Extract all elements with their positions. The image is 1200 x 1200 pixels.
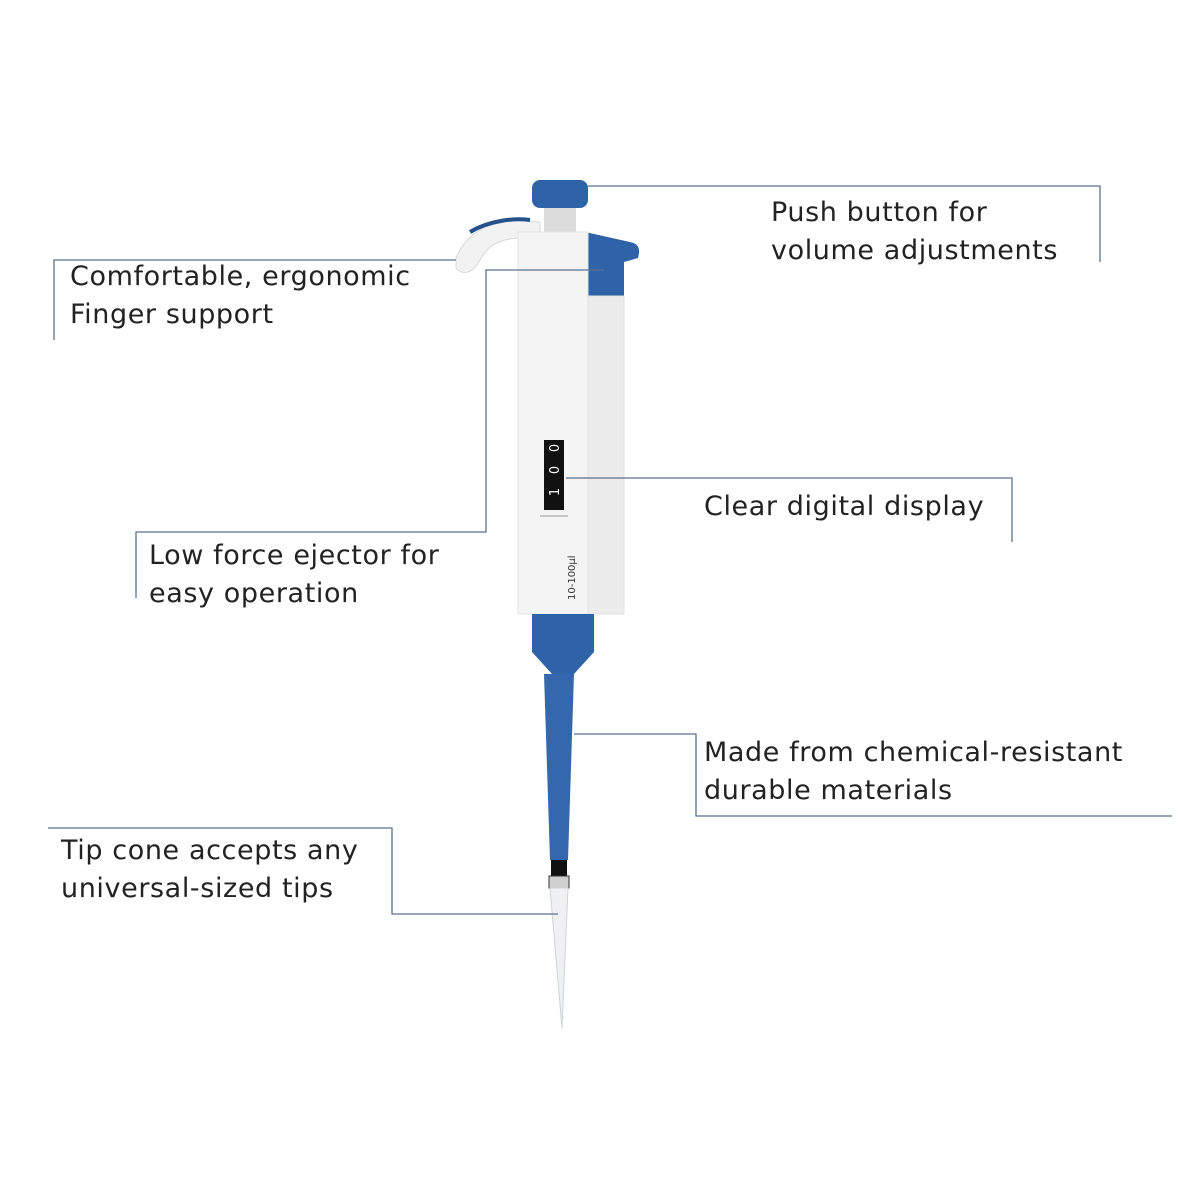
callout-ejector: Low force ejector for easy operation bbox=[149, 537, 439, 613]
callout-materials-line2: durable materials bbox=[704, 775, 953, 806]
ejector-button bbox=[585, 232, 640, 296]
callout-push-button-line2: volume adjustments bbox=[771, 235, 1059, 266]
push-button-cap bbox=[532, 180, 588, 208]
digital-display bbox=[544, 440, 564, 510]
callout-tip-cone: Tip cone accepts any universal-sized tip… bbox=[61, 832, 358, 908]
callout-ejector-line1: Low force ejector for bbox=[149, 540, 440, 571]
callout-display-line1: Clear digital display bbox=[704, 491, 985, 522]
callout-materials-line1: Made from chemical-resistant bbox=[704, 737, 1123, 768]
callout-ejector-line2: easy operation bbox=[149, 578, 359, 609]
callout-lines bbox=[48, 185, 1172, 915]
callout-finger-support-line2: Finger support bbox=[70, 299, 274, 330]
callout-finger-support: Comfortable, ergonomic Finger support bbox=[70, 258, 411, 334]
callout-tip-cone-line2: universal-sized tips bbox=[61, 873, 334, 904]
callout-materials: Made from chemical-resistant durable mat… bbox=[704, 734, 1123, 810]
callout-push-button: Push button for volume adjustments bbox=[771, 194, 1058, 270]
display-digit-3: 0 bbox=[548, 444, 563, 452]
tip-shaft bbox=[532, 614, 594, 860]
pipette-tip bbox=[549, 887, 569, 1029]
callout-push-button-line1: Push button for bbox=[771, 197, 988, 228]
callout-tip-cone-line1: Tip cone accepts any bbox=[61, 835, 359, 866]
display-digit-2: 0 bbox=[548, 466, 563, 474]
display-digit-1: 1 bbox=[548, 488, 563, 496]
callout-display: Clear digital display bbox=[704, 488, 984, 526]
pipette-body-side bbox=[587, 295, 625, 615]
volume-range-label: 10-100µl bbox=[567, 555, 578, 600]
tip-cone bbox=[551, 860, 567, 876]
callout-finger-support-line1: Comfortable, ergonomic bbox=[70, 261, 411, 292]
